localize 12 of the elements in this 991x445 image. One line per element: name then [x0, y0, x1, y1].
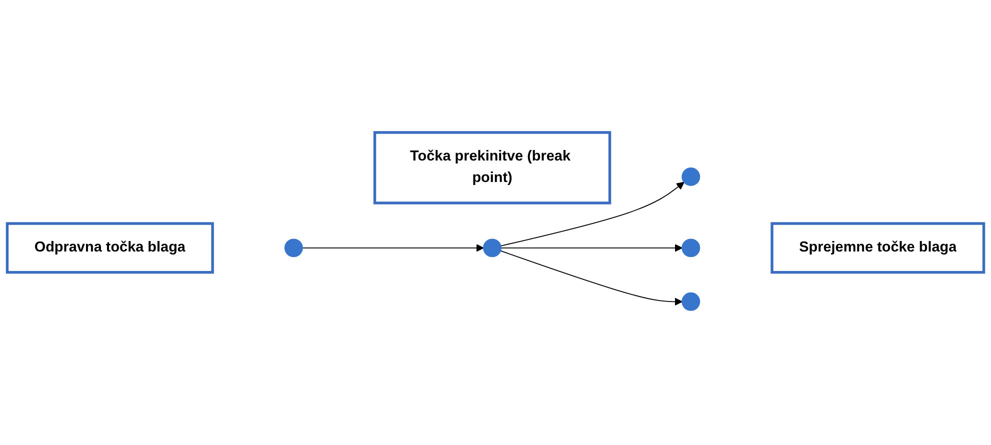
node-box: Odpravna točka blaga [6, 222, 214, 274]
node-circle [284, 238, 303, 258]
node-circle [682, 238, 700, 258]
arrow [500, 250, 682, 306]
node-circle [483, 238, 502, 258]
node-circle [682, 168, 700, 186]
arrow [302, 244, 484, 252]
node-box: Sprejemne točke blaga [770, 222, 986, 274]
node-circle [682, 292, 700, 311]
arrow [500, 244, 682, 252]
arrow [500, 182, 684, 246]
node-box: Točka prekinitve (break point) [373, 131, 612, 204]
